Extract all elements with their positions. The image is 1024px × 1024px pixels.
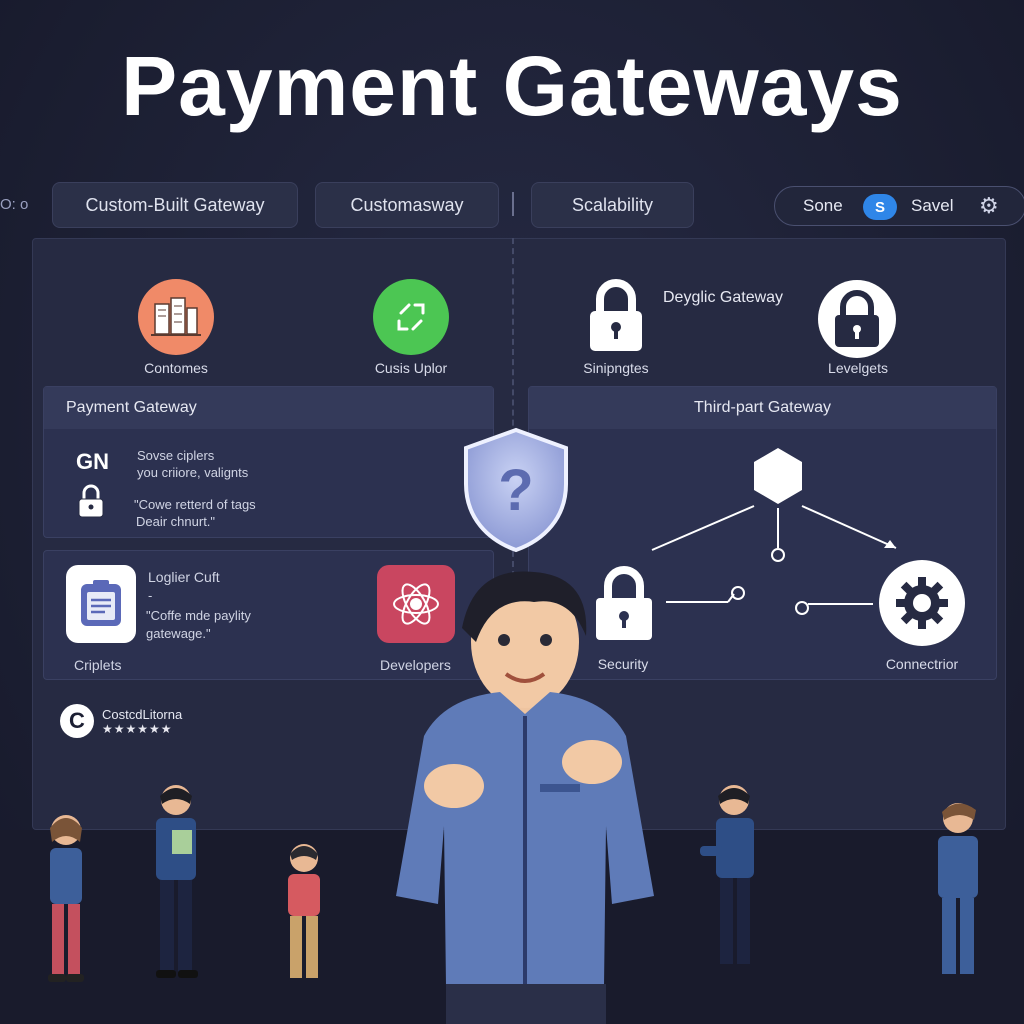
document-app-icon[interactable] (66, 565, 136, 643)
svg-text:?: ? (498, 458, 533, 523)
gear-icon[interactable]: ⚙ (979, 193, 999, 218)
sone-button[interactable]: Sone (803, 196, 843, 215)
gear-connector-icon (879, 560, 965, 646)
atom-app-icon[interactable] (377, 565, 455, 643)
deyglic-gateway-label: Deyglic Gateway (663, 289, 784, 306)
lock-circle-icon (818, 280, 896, 358)
caption-criplets: Criplets (74, 657, 122, 673)
padlock-icon (76, 483, 106, 524)
gateway-code: GN (76, 449, 109, 474)
person-girl-illustration (48, 815, 84, 982)
rating-stars: ★★★★★★ (102, 722, 173, 736)
person-child-illustration (288, 844, 320, 978)
gateway-diagram (651, 448, 897, 615)
tools-quote-2: gatewage." (146, 626, 211, 641)
caption-developers: Developers (380, 657, 451, 673)
caption-connectrior: Connectrior (885, 656, 959, 672)
tab-customasway[interactable]: Customasway (315, 182, 499, 228)
tools-title: Loglier Cuft (148, 569, 220, 585)
caption-security: Security (597, 656, 649, 672)
panel-line-1: Sovse ciplers (137, 448, 215, 463)
building-icon[interactable] (138, 279, 214, 355)
refresh-icon[interactable] (373, 279, 449, 355)
caption-levelgets: Levelgets (828, 360, 888, 376)
tools-panel: Loglier Cuft - "Coffe mde paylity gatewa… (43, 550, 494, 680)
tab-scalability[interactable]: Scalability (531, 182, 694, 228)
security-lock-icon (592, 564, 656, 647)
save-button[interactable]: Savel (911, 196, 954, 215)
brand-logo: C (60, 704, 94, 738)
quote-line-1: "Cowe retterd of tags (134, 497, 256, 512)
caption-contomes: Contomes (144, 360, 208, 376)
page-title: Payment Gateways (121, 39, 903, 133)
quote-line-2: Deair chnurt." (136, 514, 216, 529)
presenter-illustration (396, 571, 654, 1024)
person-boy-illustration (156, 785, 198, 978)
caption-cusis-uplor: Cusis Uplor (374, 360, 448, 376)
lock-icon (578, 278, 654, 354)
tab-custom-built-gateway[interactable]: Custom-Built Gateway (52, 182, 298, 228)
status-badge[interactable]: S (863, 194, 897, 220)
brand-name: CostcdLitorna (102, 707, 183, 722)
window-controls: O: o (0, 196, 29, 213)
payment-gateway-panel: Payment Gateway GN Sovse ciplers you cri… (43, 386, 494, 538)
tools-dash: - (148, 588, 153, 603)
panel-line-2: you criiore, valignts (137, 465, 249, 480)
action-pill: Sone S Savel ⚙ (774, 186, 1024, 226)
caption-sinipngtes: Sinipngtes (583, 360, 649, 376)
payment-gateway-header: Payment Gateway (44, 387, 493, 429)
third-party-header: Third-part Gateway (529, 387, 996, 429)
tools-quote-1: "Coffe mde paylity (146, 608, 251, 623)
question-shield-icon[interactable]: ? (460, 426, 572, 559)
person-thinking-illustration (938, 803, 978, 974)
person-man-illustration (700, 785, 754, 964)
tab-separator (512, 192, 514, 216)
